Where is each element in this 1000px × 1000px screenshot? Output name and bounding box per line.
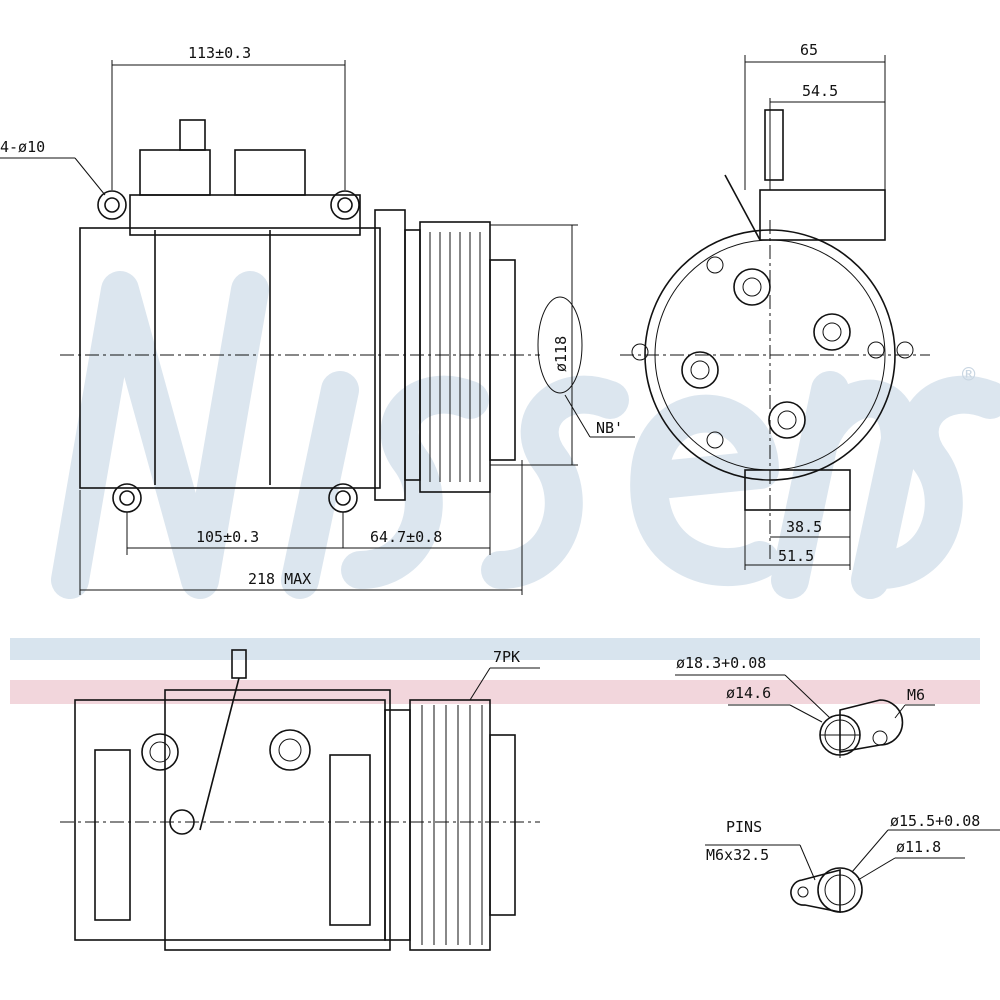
- pins-label: PINS: [726, 818, 762, 836]
- dim-top-width: 113±0.3: [188, 44, 251, 62]
- fitting-1: [675, 674, 935, 758]
- pins-size: M6x32.5: [706, 846, 769, 864]
- fitting-2: [705, 829, 1000, 913]
- dim-pulley-diameter: ø118: [552, 336, 570, 372]
- fitting1-outer: ø18.3+0.08: [676, 654, 766, 672]
- dim-pulley-offset: 64.7±0.8: [370, 528, 442, 546]
- dim-overall-length: 218 MAX: [248, 570, 311, 588]
- top-down-view: [60, 649, 540, 951]
- dim-bottom-inner: 38.5: [786, 518, 822, 536]
- registered-mark: ®: [962, 363, 976, 388]
- fitting2-inner: ø11.8: [896, 838, 941, 856]
- belt-note: NB': [596, 419, 623, 437]
- watermark: [10, 271, 1000, 704]
- dim-side-port: 54.5: [802, 82, 838, 100]
- front-view: [0, 60, 635, 595]
- watermark-logo: [51, 271, 1000, 599]
- dim-bottom-outer: 51.5: [778, 547, 814, 565]
- dim-mount-spacing: 105±0.3: [196, 528, 259, 546]
- dim-side-total: 65: [800, 41, 818, 59]
- side-view: [620, 55, 930, 570]
- belt-type: 7PK: [493, 648, 520, 666]
- fitting1-inner: ø14.6: [726, 684, 771, 702]
- fitting1-thread: M6: [907, 686, 925, 704]
- fitting2-outer: ø15.5+0.08: [890, 812, 980, 830]
- dim-holes: 4-ø10: [0, 138, 45, 156]
